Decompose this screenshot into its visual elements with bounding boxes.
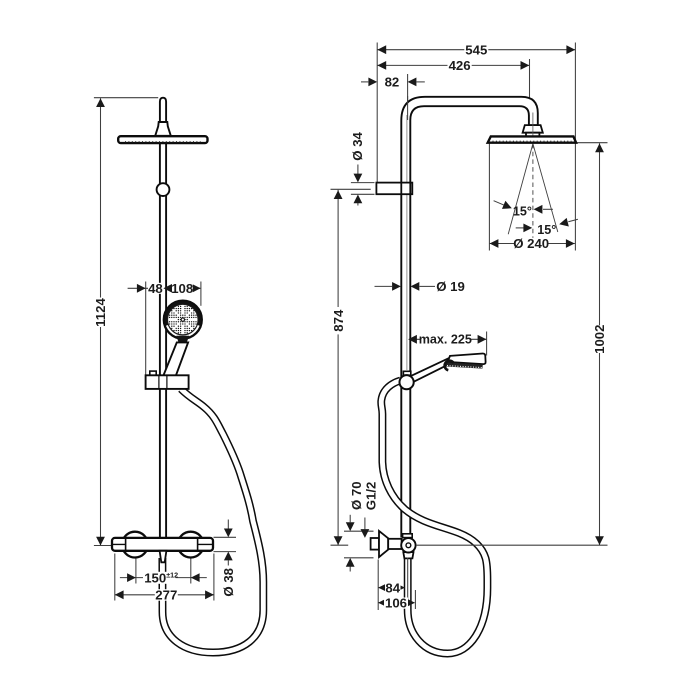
svg-text:Ø 38: Ø 38 <box>221 568 236 597</box>
svg-text:106: 106 <box>385 595 407 610</box>
svg-text:Ø 240: Ø 240 <box>513 236 549 251</box>
svg-text:G1/2: G1/2 <box>364 482 379 511</box>
svg-text:Ø 70: Ø 70 <box>349 481 364 510</box>
svg-text:545: 545 <box>465 42 487 57</box>
svg-text:277: 277 <box>155 588 177 603</box>
svg-text:1002: 1002 <box>592 325 607 354</box>
svg-text:426: 426 <box>449 58 471 73</box>
svg-text:Ø 19: Ø 19 <box>436 279 465 294</box>
svg-text:Ø 34: Ø 34 <box>350 131 365 160</box>
svg-text:874: 874 <box>331 309 346 332</box>
svg-text:15°: 15° <box>537 223 556 237</box>
svg-text:84: 84 <box>385 580 400 595</box>
svg-text:1124: 1124 <box>93 298 108 327</box>
svg-text:108: 108 <box>171 281 193 296</box>
svg-text:15°: 15° <box>513 204 532 218</box>
svg-text:82: 82 <box>385 75 400 90</box>
svg-text:48: 48 <box>148 281 163 296</box>
svg-text:max. 225: max. 225 <box>419 333 472 347</box>
